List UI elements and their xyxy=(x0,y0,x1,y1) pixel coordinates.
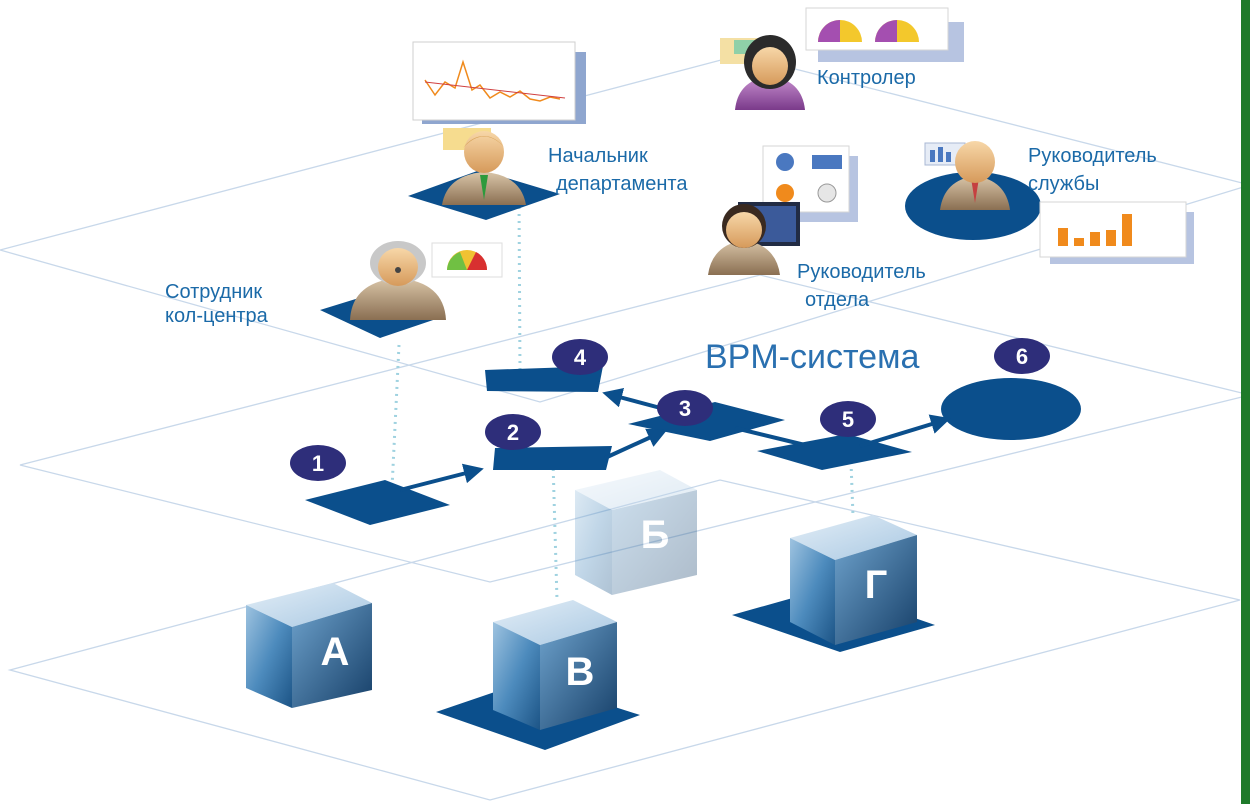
role-label-call-center: Сотрудник кол-центра xyxy=(165,280,268,328)
cube-system-a: А xyxy=(246,583,372,708)
report-controller xyxy=(720,7,964,64)
role-label-line: кол-центра xyxy=(165,305,268,327)
system-letter: Б xyxy=(641,513,670,557)
avatar-division-head xyxy=(708,204,780,275)
role-label-line: Руководитель xyxy=(1028,145,1157,167)
avatar-service-head xyxy=(940,141,1010,210)
report-gauge xyxy=(431,242,503,278)
role-label-line: отдела xyxy=(805,289,870,311)
step-number: 1 xyxy=(312,451,324,476)
step-badge-3: 3 xyxy=(657,390,713,426)
step-number: 3 xyxy=(679,396,691,421)
node-1 xyxy=(305,480,450,525)
step-badge-6: 6 xyxy=(994,338,1050,374)
step-badge-4: 4 xyxy=(552,339,608,375)
role-label-line: департамента xyxy=(556,173,688,195)
cube-system-b: Б xyxy=(575,470,697,595)
report-bar-chart xyxy=(924,142,1194,264)
role-label-line: Руководитель xyxy=(797,261,926,283)
role-label-controller: Контролер xyxy=(817,66,916,90)
role-label-division-head: Руководитель отдела xyxy=(797,258,926,314)
node-6 xyxy=(941,378,1081,440)
role-label-service-head: Руководитель службы xyxy=(1028,142,1157,198)
system-letter: А xyxy=(321,630,350,674)
step-number: 4 xyxy=(574,345,587,370)
node-2 xyxy=(493,446,612,470)
avatar-call-center xyxy=(350,241,446,320)
plane-bottom xyxy=(7,479,1241,801)
role-label-dept-head: Начальник департамента xyxy=(548,142,687,198)
report-pie-grid xyxy=(738,145,858,246)
flow-arrows xyxy=(399,387,951,492)
avatar-dept-head xyxy=(442,131,526,205)
right-edge-bar xyxy=(1241,0,1250,804)
role-label-line: Контролер xyxy=(817,67,916,89)
role-label-line: службы xyxy=(1028,173,1100,195)
step-number: 5 xyxy=(842,407,854,432)
dotted-links xyxy=(390,199,855,601)
bpm-system-label: BPM-система xyxy=(705,338,920,376)
step-number: 2 xyxy=(507,420,519,445)
step-badges: 1 2 3 4 5 6 xyxy=(290,338,1050,481)
plane-middle xyxy=(19,274,1250,583)
role-label-line: Сотрудник xyxy=(165,281,263,303)
step-badge-1: 1 xyxy=(290,445,346,481)
step-number: 6 xyxy=(1016,344,1028,369)
step-badge-5: 5 xyxy=(820,401,876,437)
system-letter: Г xyxy=(865,563,888,607)
cube-system-v: В xyxy=(493,600,617,730)
role-label-line: Начальник xyxy=(548,145,648,167)
step-badge-2: 2 xyxy=(485,414,541,450)
system-letter: В xyxy=(566,650,595,694)
avatar-controller xyxy=(735,35,805,110)
cube-system-g: Г xyxy=(790,515,917,645)
